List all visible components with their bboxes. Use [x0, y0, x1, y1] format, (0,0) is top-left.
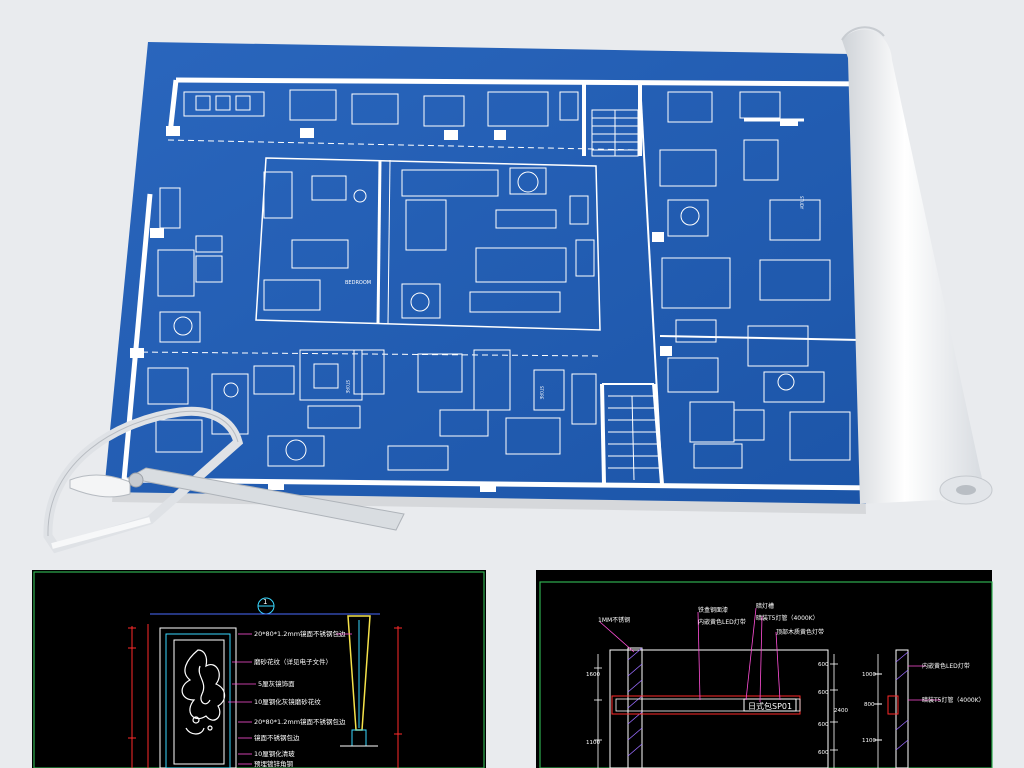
- hatching: [627, 647, 643, 757]
- annotation: 10厘钢化清玻: [254, 749, 295, 758]
- annotation: 镜面不锈钢包边: [254, 733, 300, 742]
- annotation: 铁盒钢面漆: [698, 606, 728, 614]
- stairs-upper: [591, 109, 639, 157]
- dimension: 1100: [586, 740, 600, 746]
- blueprint-sheet: BEDROOM STORE STORE STUDY: [104, 42, 881, 514]
- dimension-lines: [128, 624, 402, 768]
- dimension: 1600: [586, 672, 600, 678]
- cad-detail-right: 日式包SP01 1600 1100 600 600 2400 600 600: [536, 570, 993, 768]
- annotation: 20*80*1.2mm镜面不锈钢包边: [254, 717, 346, 726]
- room-label: BEDROOM: [345, 280, 371, 286]
- annotation: 暗装T5灯管（4000K）: [922, 696, 985, 704]
- dimension: 600: [818, 750, 829, 756]
- dimension-rails: [594, 654, 838, 768]
- leader-lines: [228, 633, 352, 765]
- annotation: 顶部木质黄色灯带: [776, 628, 824, 636]
- section-marker: 1: [263, 598, 267, 606]
- annotation: 10厘钢化灰镜磨砂花纹: [254, 697, 321, 706]
- stairs-lower: [608, 395, 660, 481]
- dimension: 800: [864, 702, 875, 708]
- dimension: 600: [818, 722, 829, 728]
- dimension: 600: [818, 662, 829, 668]
- blueprint-paper: [104, 42, 866, 504]
- room-label: STORE: [539, 386, 544, 400]
- leader-lines: [599, 607, 940, 703]
- room-label: STUDY: [799, 196, 804, 210]
- paper-roll: [841, 26, 993, 505]
- ornament-pattern: [181, 649, 226, 735]
- floor-plan: [121, 77, 881, 492]
- annotation: 5厘灰镜饰面: [258, 679, 295, 688]
- dimension: 1100: [862, 738, 876, 744]
- annotation: 20*80*1.2mm镜面不锈钢包边: [254, 629, 346, 638]
- dimension: 2400: [834, 708, 848, 714]
- profile-section: [340, 615, 378, 747]
- annotation: 暗装T5灯管（4000K）: [756, 614, 819, 622]
- annotation: 内嵌黄色LED灯带: [922, 662, 970, 670]
- dimension: 1000: [862, 672, 876, 678]
- cad-detail-left: 1: [32, 570, 486, 768]
- sign-text: 日式包SP01: [748, 701, 792, 711]
- side-section: [874, 649, 909, 768]
- wall-openings: [130, 120, 798, 492]
- annotation: 预埋镀锌角钢: [254, 759, 294, 768]
- annotation: 暗灯槽: [756, 602, 774, 610]
- annotation: 1MM不锈钢: [598, 616, 630, 624]
- round-tables: [173, 171, 795, 461]
- protractor-tool: [43, 406, 405, 554]
- furniture: [147, 89, 851, 471]
- annotation: 内嵌黄色LED灯带: [698, 618, 746, 626]
- annotation: 磨砂花纹（详见电子文件）: [254, 657, 332, 666]
- room-label: STORE: [345, 380, 350, 394]
- dimension: 600: [818, 690, 829, 696]
